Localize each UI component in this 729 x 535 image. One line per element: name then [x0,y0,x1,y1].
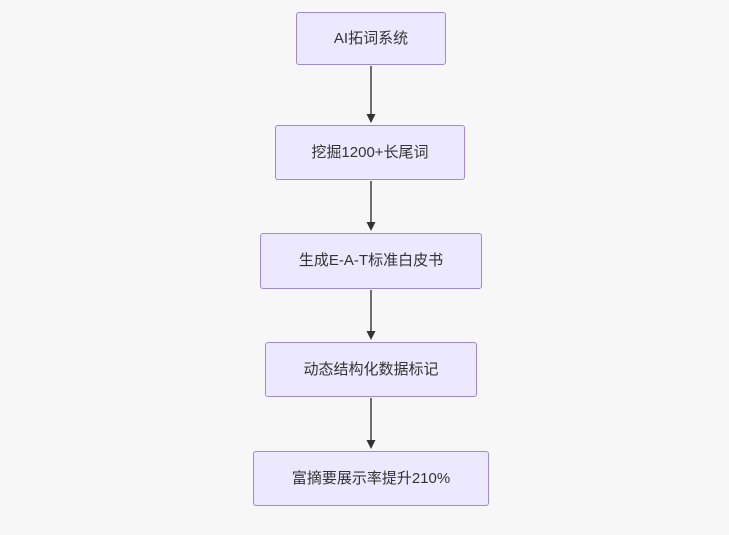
flow-node-label: 挖掘1200+长尾词 [311,143,429,161]
flow-node-n5[interactable]: 富摘要展示率提升210% [253,451,489,506]
flow-node-n3[interactable]: 生成E-A-T标准白皮书 [260,233,482,289]
flow-node-label: AI拓词系统 [333,29,409,47]
flow-node-n4[interactable]: 动态结构化数据标记 [265,342,477,397]
flow-node-n1[interactable]: AI拓词系统 [296,12,446,65]
flow-node-label: 动态结构化数据标记 [303,360,439,378]
flow-node-label: 生成E-A-T标准白皮书 [298,252,444,269]
flow-node-label: 富摘要展示率提升210% [291,469,451,487]
flow-node-n2[interactable]: 挖掘1200+长尾词 [275,125,465,180]
